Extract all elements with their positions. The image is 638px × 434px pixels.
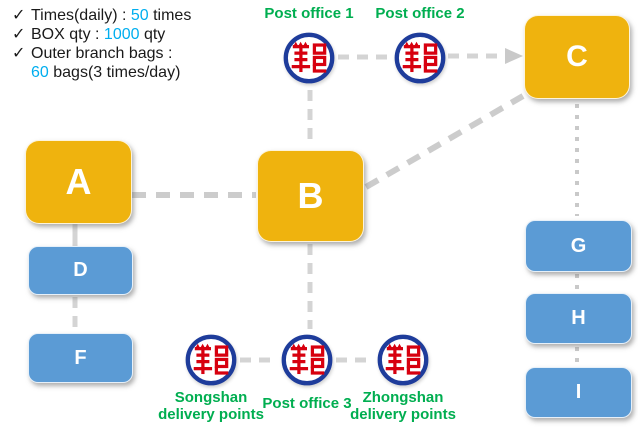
checklist-line: ✓ Outer branch bags :: [12, 44, 191, 63]
songshan-delivery-node: [184, 333, 238, 387]
checklist-indent: [12, 63, 31, 82]
node-h: H: [525, 293, 632, 344]
node-label: I: [575, 381, 582, 403]
post-office-3-node: [280, 333, 334, 387]
checklist-text: qty: [139, 26, 166, 43]
post-office-1-node: [282, 31, 336, 85]
checklist-value: 1000: [103, 26, 140, 43]
node-d: D: [28, 246, 133, 295]
node-label: C: [566, 40, 588, 73]
checkmark-icon: ✓: [12, 45, 26, 62]
node-f: F: [28, 333, 133, 383]
checklist-value: 50: [130, 7, 149, 24]
node-b: B: [257, 150, 364, 242]
stats-checklist: ✓ Times(daily) : 50 times ✓ BOX qty : 1000…: [12, 6, 191, 82]
checklist-text: Times(daily) :: [31, 7, 131, 24]
node-label: F: [74, 346, 87, 369]
checkmark-icon: ✓: [12, 26, 26, 43]
post-office-2-node: [393, 31, 447, 85]
checklist-text: BOX qty :: [31, 26, 104, 43]
node-label: G: [570, 234, 587, 257]
checklist-text: bags(3 times/day): [48, 64, 181, 81]
node-label: D: [73, 259, 88, 281]
post-emblem-icon: [393, 31, 447, 85]
checklist-line: ✓ Times(daily) : 50 times: [12, 6, 191, 25]
node-c: C: [524, 15, 630, 99]
arrowhead-into-c-icon: [505, 48, 523, 64]
post-emblem-icon: [184, 333, 238, 387]
checkmark-icon: ✓: [12, 7, 26, 24]
node-label: H: [571, 307, 586, 329]
node-label: A: [65, 161, 92, 202]
zhongshan-delivery-label: Zhongshan delivery points: [350, 389, 456, 423]
checklist-text: times: [148, 7, 192, 24]
post-office-2-label: Post office 2: [375, 5, 465, 22]
node-a: A: [25, 140, 132, 224]
connector-b-c: [364, 93, 525, 190]
songshan-delivery-label: Songshan delivery points: [158, 389, 264, 423]
node-i: I: [525, 367, 632, 418]
zhongshan-delivery-node: [376, 333, 430, 387]
node-label: B: [297, 175, 324, 216]
post-emblem-icon: [376, 333, 430, 387]
checklist-line: 60 bags(3 times/day): [12, 63, 191, 82]
node-g: G: [525, 220, 632, 272]
post-office-3-label: Post office 3: [262, 395, 352, 412]
post-emblem-icon: [280, 333, 334, 387]
checklist-text: Outer branch bags :: [31, 45, 173, 62]
checklist-value: 60: [31, 64, 49, 81]
post-emblem-icon: [282, 31, 336, 85]
post-office-1-label: Post office 1: [264, 5, 354, 22]
checklist-line: ✓ BOX qty : 1000 qty: [12, 25, 191, 44]
